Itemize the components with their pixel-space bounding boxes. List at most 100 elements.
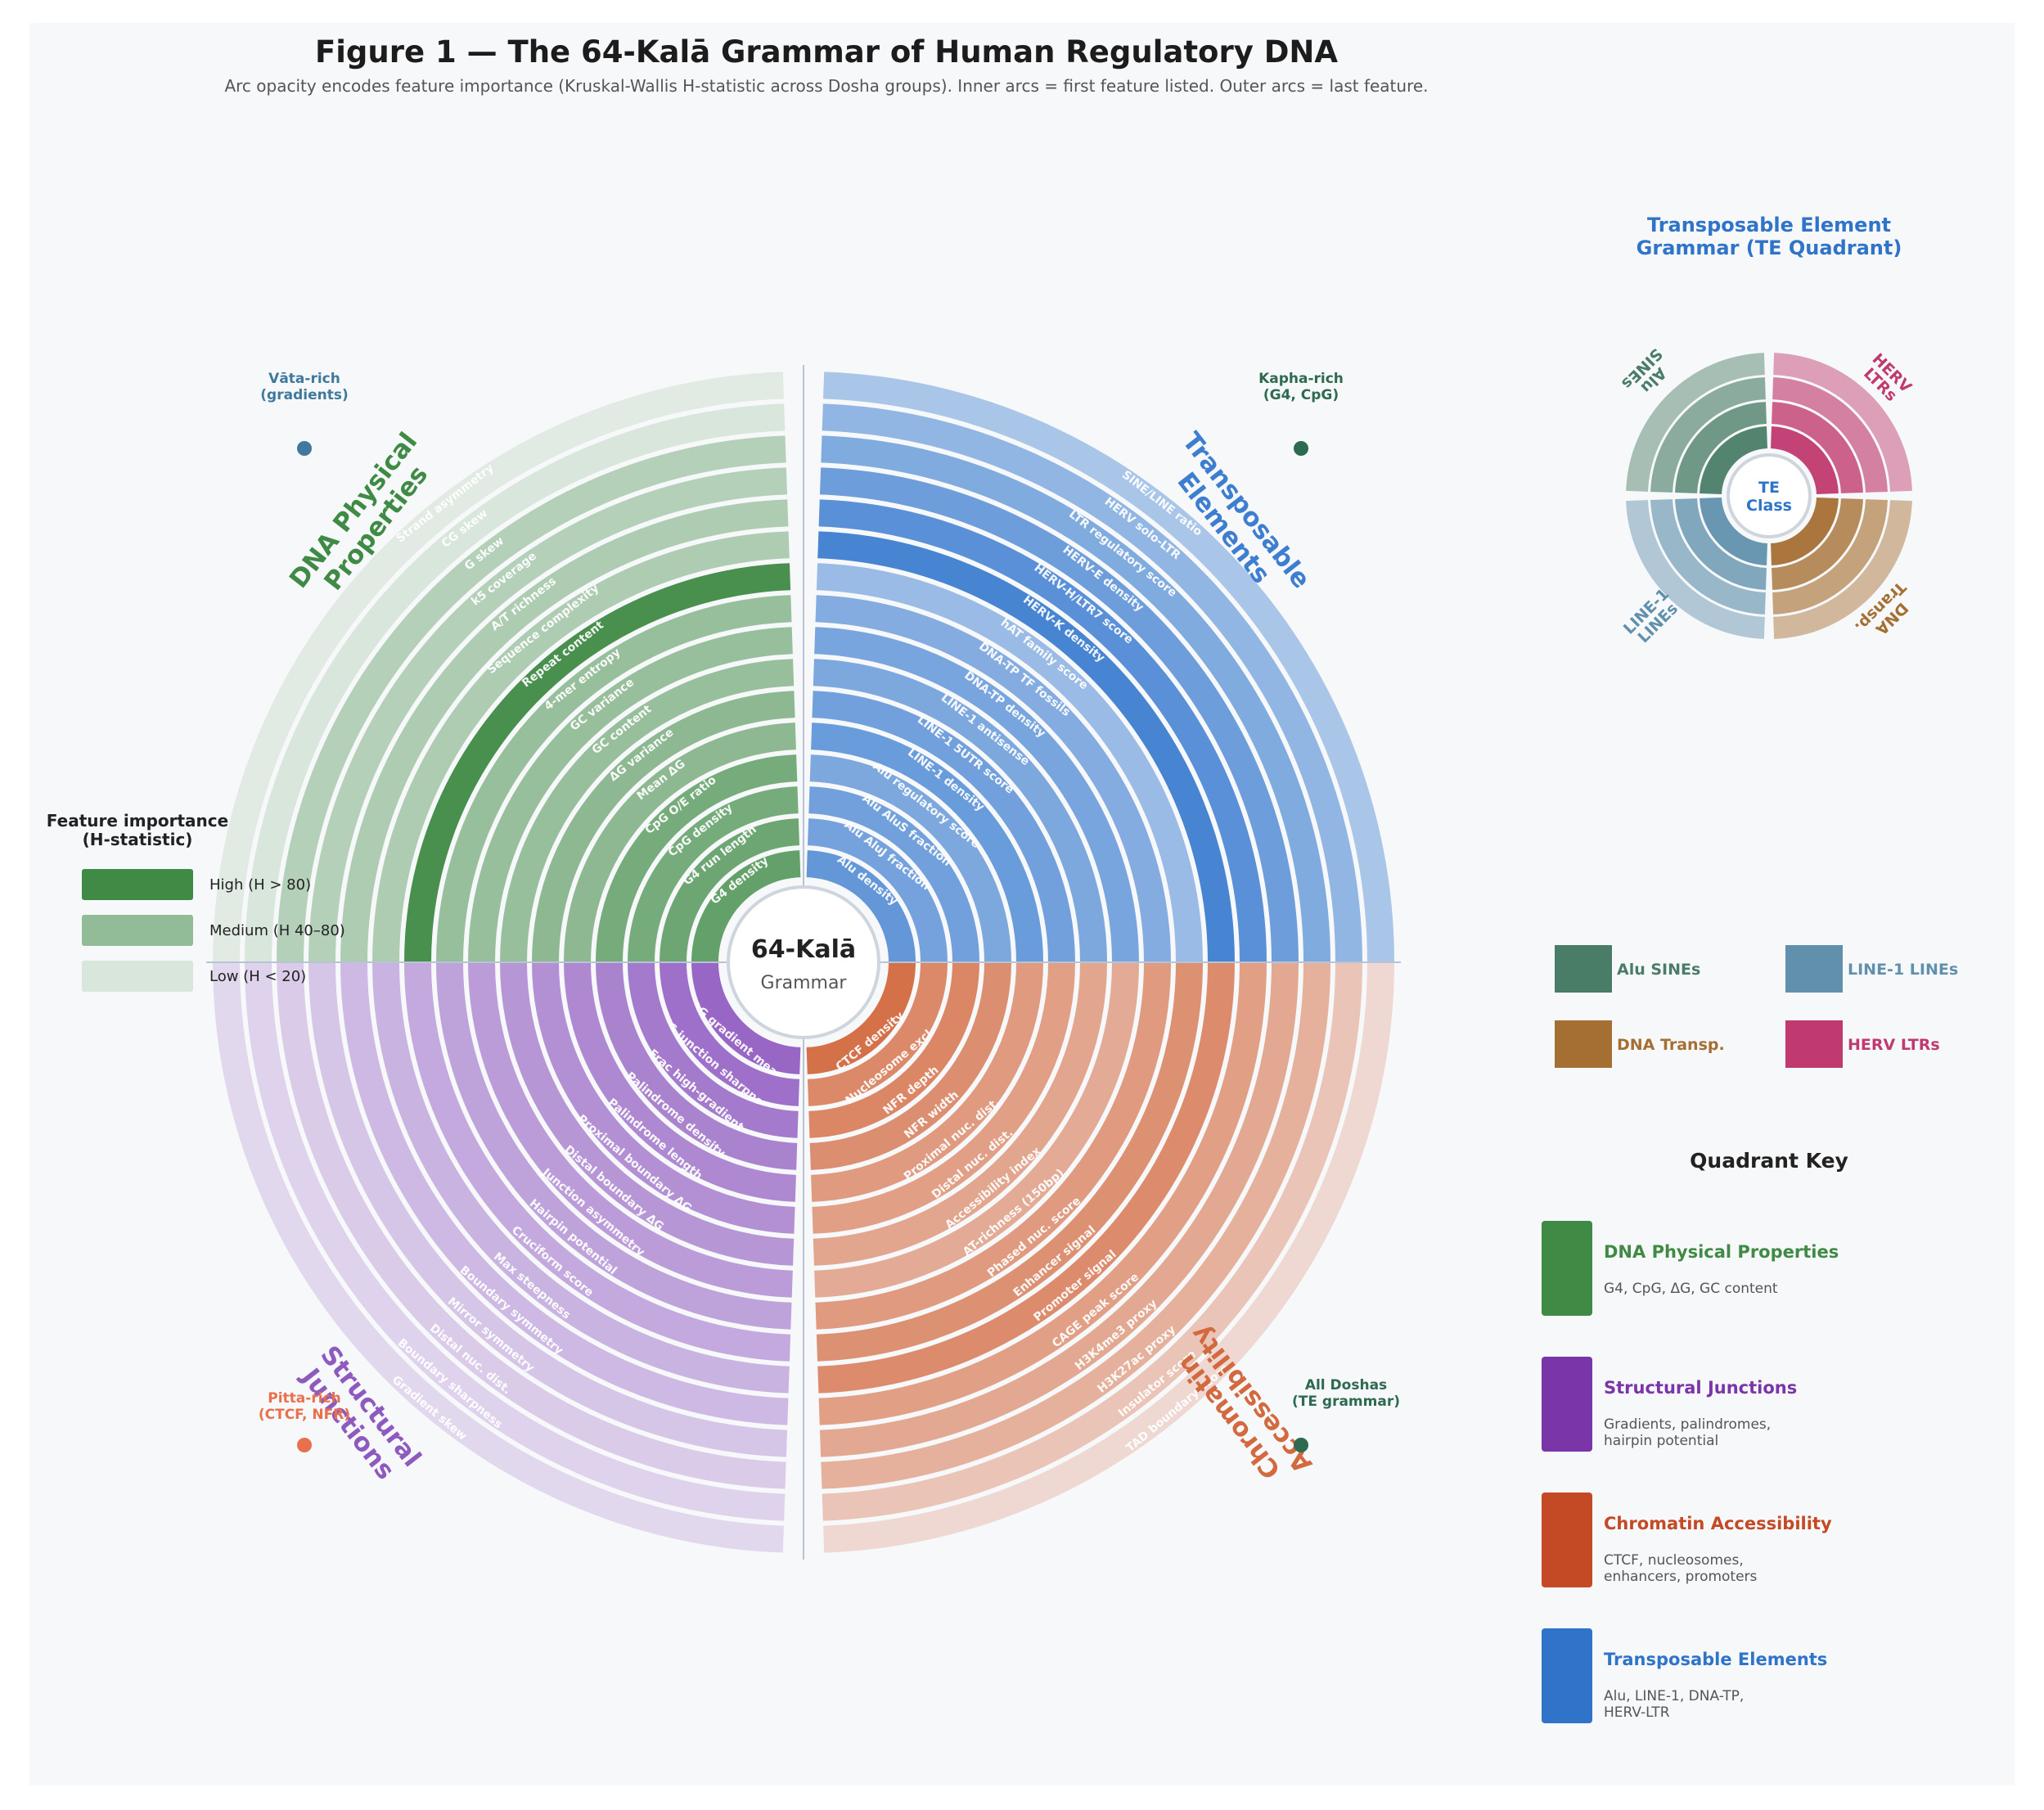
te-inset-ring <box>1675 498 1767 590</box>
te-inset-ring <box>1626 500 1765 639</box>
te-inset-title-line: Transposable Element <box>1647 214 1891 236</box>
arc-junction-asymmetry <box>468 962 793 1298</box>
arc-line-1-density <box>811 723 1043 962</box>
te-inset-ring <box>1772 498 1863 590</box>
arc-proximal-nuc-dist <box>811 962 1043 1202</box>
arc-ltr-regulatory-score <box>821 435 1330 962</box>
arc-k5-coverage <box>308 467 788 962</box>
arc-enhancer-signal <box>816 962 1203 1362</box>
importance-legend-title-line: (H-statistic) <box>83 830 193 849</box>
arc-alu-aluj-fraction <box>807 818 948 962</box>
dosha-label-chromatin-line: All Doshas <box>1305 1377 1387 1394</box>
quadrant-key-name: Chromatin Accessibility <box>1604 1514 1832 1533</box>
arc-dna-tp-tf-fossils <box>815 595 1171 962</box>
te-legend-swatch <box>1785 1020 1843 1068</box>
quadrant-key-desc: Alu, LINE-1, DNA-TP,HERV-LTR <box>1604 1688 1744 1721</box>
figure-title: Figure 1 — The 64-Kalā Grammar of Human … <box>315 34 1338 70</box>
dosha-label-structural: Pitta-rich(CTCF, NFR) <box>259 1390 350 1423</box>
dosha-label-dna-physical-line: Vāta-rich <box>268 371 340 387</box>
te-legend-swatch <box>1555 1020 1612 1068</box>
te-inset-center-label-line: Class <box>1746 497 1792 515</box>
te-inset-ring <box>1700 498 1767 565</box>
quadrant-key-desc: CTCF, nucleosomes,enhancers, promoters <box>1604 1552 1758 1585</box>
importance-swatch <box>82 869 193 900</box>
importance-swatch <box>82 915 193 946</box>
te-inset-ring <box>1650 499 1766 615</box>
quadrant-key-desc-line: enhancers, promoters <box>1604 1569 1758 1585</box>
center-title: 64-Kalā <box>751 935 856 964</box>
arc-4-mer-entropy <box>436 595 792 962</box>
dosha-dot <box>1294 441 1308 456</box>
te-inset-ring <box>1771 498 1839 565</box>
arc-g4-run-length <box>660 818 800 962</box>
arc-sequence-complexity <box>372 531 790 962</box>
arc-at-richness-150bp <box>814 962 1139 1298</box>
quadrant-key-swatch <box>1542 1357 1592 1452</box>
quadrant-key-title: Quadrant Key <box>1690 1149 1848 1173</box>
te-inset-ring <box>1773 500 1912 639</box>
arc-palindrome-length <box>564 962 796 1202</box>
importance-legend: Feature importance(H-statistic)High (H >… <box>47 811 345 992</box>
arc-herv-solo-ltr <box>822 403 1362 962</box>
arc-cpg-density <box>628 786 799 962</box>
dosha-label-chromatin: All Doshas(TE grammar) <box>1292 1377 1400 1410</box>
dosha-dot <box>1294 1438 1308 1452</box>
arc-phased-nuc-score <box>815 962 1171 1330</box>
dosha-label-dna-physical-line: (gradients) <box>260 387 348 403</box>
arc-cg-skew <box>245 403 786 962</box>
te-inset-ring <box>1773 353 1912 492</box>
te-legend-label: Alu SINEs <box>1617 961 1700 979</box>
importance-legend-title: Feature importance(H-statistic) <box>47 811 228 849</box>
arc-cpg-o-e-ratio <box>596 754 798 962</box>
dosha-label-dna-physical: Vāta-rich(gradients) <box>260 371 348 403</box>
arc-g-variance <box>532 691 795 962</box>
arc-g-junction-sharpness <box>660 962 800 1106</box>
arc-ctcf-density <box>806 962 916 1074</box>
arc-insulator-score <box>822 962 1362 1521</box>
quadrant-key-swatch <box>1542 1628 1592 1723</box>
arc-boundary-sharpness <box>245 962 786 1521</box>
arc-palindrome-density <box>596 962 798 1170</box>
arc-herv-e-density <box>819 467 1299 962</box>
arc-hairpin-potential <box>436 962 792 1330</box>
arc-a-t-richness <box>340 499 789 962</box>
arc-gc-content <box>500 659 795 962</box>
quadrant-key-desc: G4, CpG, ΔG, GC content <box>1604 1281 1778 1297</box>
arc-gc-variance <box>468 627 793 962</box>
importance-swatch <box>82 961 193 992</box>
arc-alu-alus-fraction <box>808 786 979 962</box>
quadrant-key-name: DNA Physical Properties <box>1604 1242 1839 1262</box>
te-inset-title-line: Grammar (TE Quadrant) <box>1637 236 1902 259</box>
quadrant-key-desc-line: Gradients, palindromes, <box>1604 1416 1771 1433</box>
arc-accessibility-index <box>813 962 1107 1266</box>
importance-label: Low (H < 20) <box>209 968 306 985</box>
arc-max-steepness <box>371 962 790 1394</box>
te-legend-label: LINE-1 LINEs <box>1848 961 1958 979</box>
quadrant-key-desc: Gradients, palindromes,hairpin potential <box>1604 1416 1771 1449</box>
quadrant-key-desc-line: HERV-LTR <box>1604 1704 1670 1721</box>
te-inset-center <box>1727 453 1812 538</box>
dosha-label-structural-line: Pitta-rich <box>268 1390 340 1407</box>
arc-alu-density <box>806 850 916 962</box>
te-inset-ring <box>1650 377 1766 493</box>
importance-legend-title-line: Feature importance <box>47 811 228 831</box>
te-inset-ring <box>1772 377 1888 493</box>
te-legend-swatch <box>1555 945 1612 993</box>
quadrant-key-desc-line: G4, CpG, ΔG, GC content <box>1604 1281 1778 1297</box>
dosha-label-chromatin-line: (TE grammar) <box>1292 1394 1400 1410</box>
quadrant-key-desc-line: hairpin potential <box>1604 1433 1718 1449</box>
dosha-label-te-line: (G4, CpG) <box>1263 387 1339 403</box>
arc-repeat-content <box>404 563 791 962</box>
arc-promoter-signal <box>817 962 1235 1394</box>
